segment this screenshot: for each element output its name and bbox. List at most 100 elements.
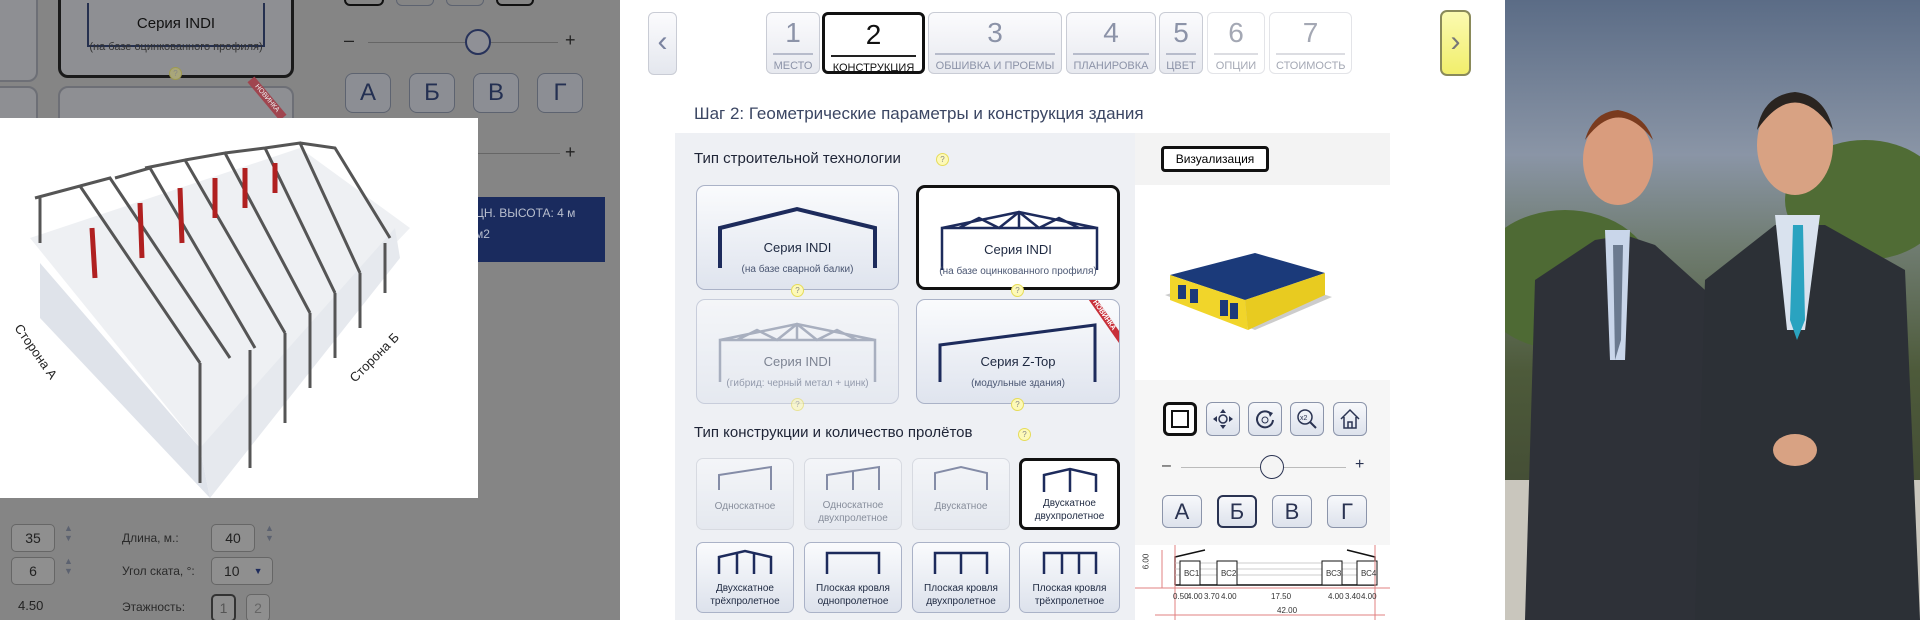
step-field: 6 [11, 557, 55, 585]
photo-two-men-in-suits [1505, 92, 1920, 620]
facade-drawing: 6.00 ВС1 ВС2 ВС3 ВС4 0.50 4.00 3.70 4.00… [1135, 545, 1390, 620]
prev-step-button[interactable]: ‹ [648, 12, 677, 75]
card-subtitle: (гибрид: черный метал + цинк) [726, 378, 869, 389]
help-icon[interactable]: ? [1011, 398, 1024, 411]
dim-label: 3.70 [1204, 592, 1220, 601]
floors-2: 2 [246, 594, 270, 620]
card-title: Серия INDI [984, 242, 1052, 257]
slope-value: 10 [224, 563, 240, 579]
gate-label: ВС4 [1361, 569, 1377, 578]
type-gable[interactable]: Двускатное [912, 458, 1010, 530]
roof-icon [826, 465, 880, 490]
step-label: ПЛАНИРОВКА [1073, 53, 1149, 72]
technology-card-welded[interactable]: Серия INDI (на базе сварной балки) [696, 185, 899, 290]
zoom-slider-thumb[interactable] [1259, 455, 1284, 479]
page-title: Шаг 2: Геометрические параметры и констр… [694, 104, 1144, 123]
card-subtitle: (на базе сварной балки) [741, 264, 854, 275]
dim-label: 4.00 [1187, 592, 1203, 601]
gate-label: ВС1 [1184, 569, 1200, 578]
type-label: трёхпролетное [1034, 596, 1105, 607]
type-single-slope[interactable]: Односкатное [696, 458, 794, 530]
height-dim: 6.00 [1141, 553, 1151, 570]
next-step-button[interactable]: › [1440, 10, 1471, 76]
length-label: Длина, м.: [122, 531, 179, 545]
technology-card-galvanized[interactable]: Серия INDI (на базе оцинкованного профил… [916, 185, 1120, 290]
roof-icon [825, 551, 881, 574]
technology-card-ztop[interactable]: НОВИНКА Серия Z-Top (модульные здания) [916, 299, 1120, 404]
building-3d-preview [1165, 253, 1332, 330]
step-label: ОПЦИИ [1214, 53, 1258, 72]
type-label: двухпролетное [818, 513, 888, 524]
card-title: Серия Z-Top [980, 354, 1056, 369]
side-b-button[interactable]: Б [1217, 495, 1257, 528]
truss-frame-icon [940, 210, 1099, 270]
tool-button [446, 0, 484, 6]
stepper-arrows: ▲▼ [64, 523, 73, 543]
step-number: 3 [987, 17, 1003, 48]
roof-icon [1042, 467, 1097, 492]
tool-button [396, 0, 434, 6]
frame-icon[interactable] [1163, 402, 1197, 436]
help-icon[interactable]: ? [1018, 428, 1031, 441]
help-icon[interactable]: ? [936, 153, 949, 166]
technology-card-selected: Серия INDI (на базе оцинкованного профил… [58, 0, 294, 78]
background-screenshot-left: Серия INDI (на базе оцинкованного профил… [0, 0, 620, 620]
help-icon[interactable]: ? [791, 284, 804, 297]
step-label: КОНСТРУКЦИЯ [831, 55, 916, 74]
move-icon[interactable] [1206, 402, 1240, 436]
card-subtitle: (модульные здания) [971, 378, 1065, 389]
card-title: Серия INDI [763, 240, 832, 255]
visualization-button[interactable]: Визуализация [1161, 146, 1269, 172]
step-number: 5 [1173, 17, 1189, 48]
technology-card-hybrid[interactable]: Серия INDI (гибрид: черный метал + цинк) [696, 299, 899, 404]
team-photo [1505, 0, 1920, 620]
card-subtitle: (на базе оцинкованного профиля) [939, 266, 1097, 277]
type-label: двухпролетное [926, 596, 996, 607]
side-g-button[interactable]: Г [1327, 495, 1367, 528]
side-v-button: В [473, 73, 519, 113]
step-number: 4 [1103, 17, 1119, 48]
step-number: 1 [785, 17, 801, 48]
dim-label: 4.00 [1328, 592, 1344, 601]
zoom-in-label: + [565, 30, 576, 50]
zoom-in-label: + [1355, 456, 1365, 473]
rotate-icon[interactable] [1248, 402, 1282, 436]
help-icon[interactable]: ? [1011, 284, 1024, 297]
home-icon[interactable] [1333, 402, 1367, 436]
slope-select: 10▼ [211, 557, 273, 585]
roof-icon [1042, 551, 1097, 574]
side-b-label: Сторона Б [347, 330, 402, 385]
zoom-slider-thumb[interactable] [465, 29, 491, 55]
type-label: Плоская кровля [924, 583, 998, 594]
info-area: м2 [475, 227, 490, 241]
zoom-x2-icon[interactable]: x2 [1290, 402, 1324, 436]
side-a-button[interactable]: А [1162, 495, 1202, 528]
dim-label: 17.50 [1271, 592, 1292, 601]
zoom-slider-track[interactable] [368, 42, 558, 43]
step-label: МЕСТО [773, 53, 813, 72]
roof-icon [934, 465, 988, 490]
floors-1: 1 [211, 594, 236, 620]
plus-label: + [565, 142, 576, 162]
side-v-button[interactable]: В [1272, 495, 1312, 528]
type-flat-two-span[interactable]: Плоская кровля двухпролетное [912, 542, 1010, 613]
dim-label: 4.00 [1221, 592, 1237, 601]
help-icon[interactable]: ? [791, 398, 804, 411]
step-label: ЦВЕТ [1166, 53, 1196, 72]
roof-icon [933, 551, 989, 574]
side-a-button: А [345, 73, 391, 113]
type-label: трёхпролетное [710, 596, 780, 607]
side-b-button: Б [409, 73, 455, 113]
